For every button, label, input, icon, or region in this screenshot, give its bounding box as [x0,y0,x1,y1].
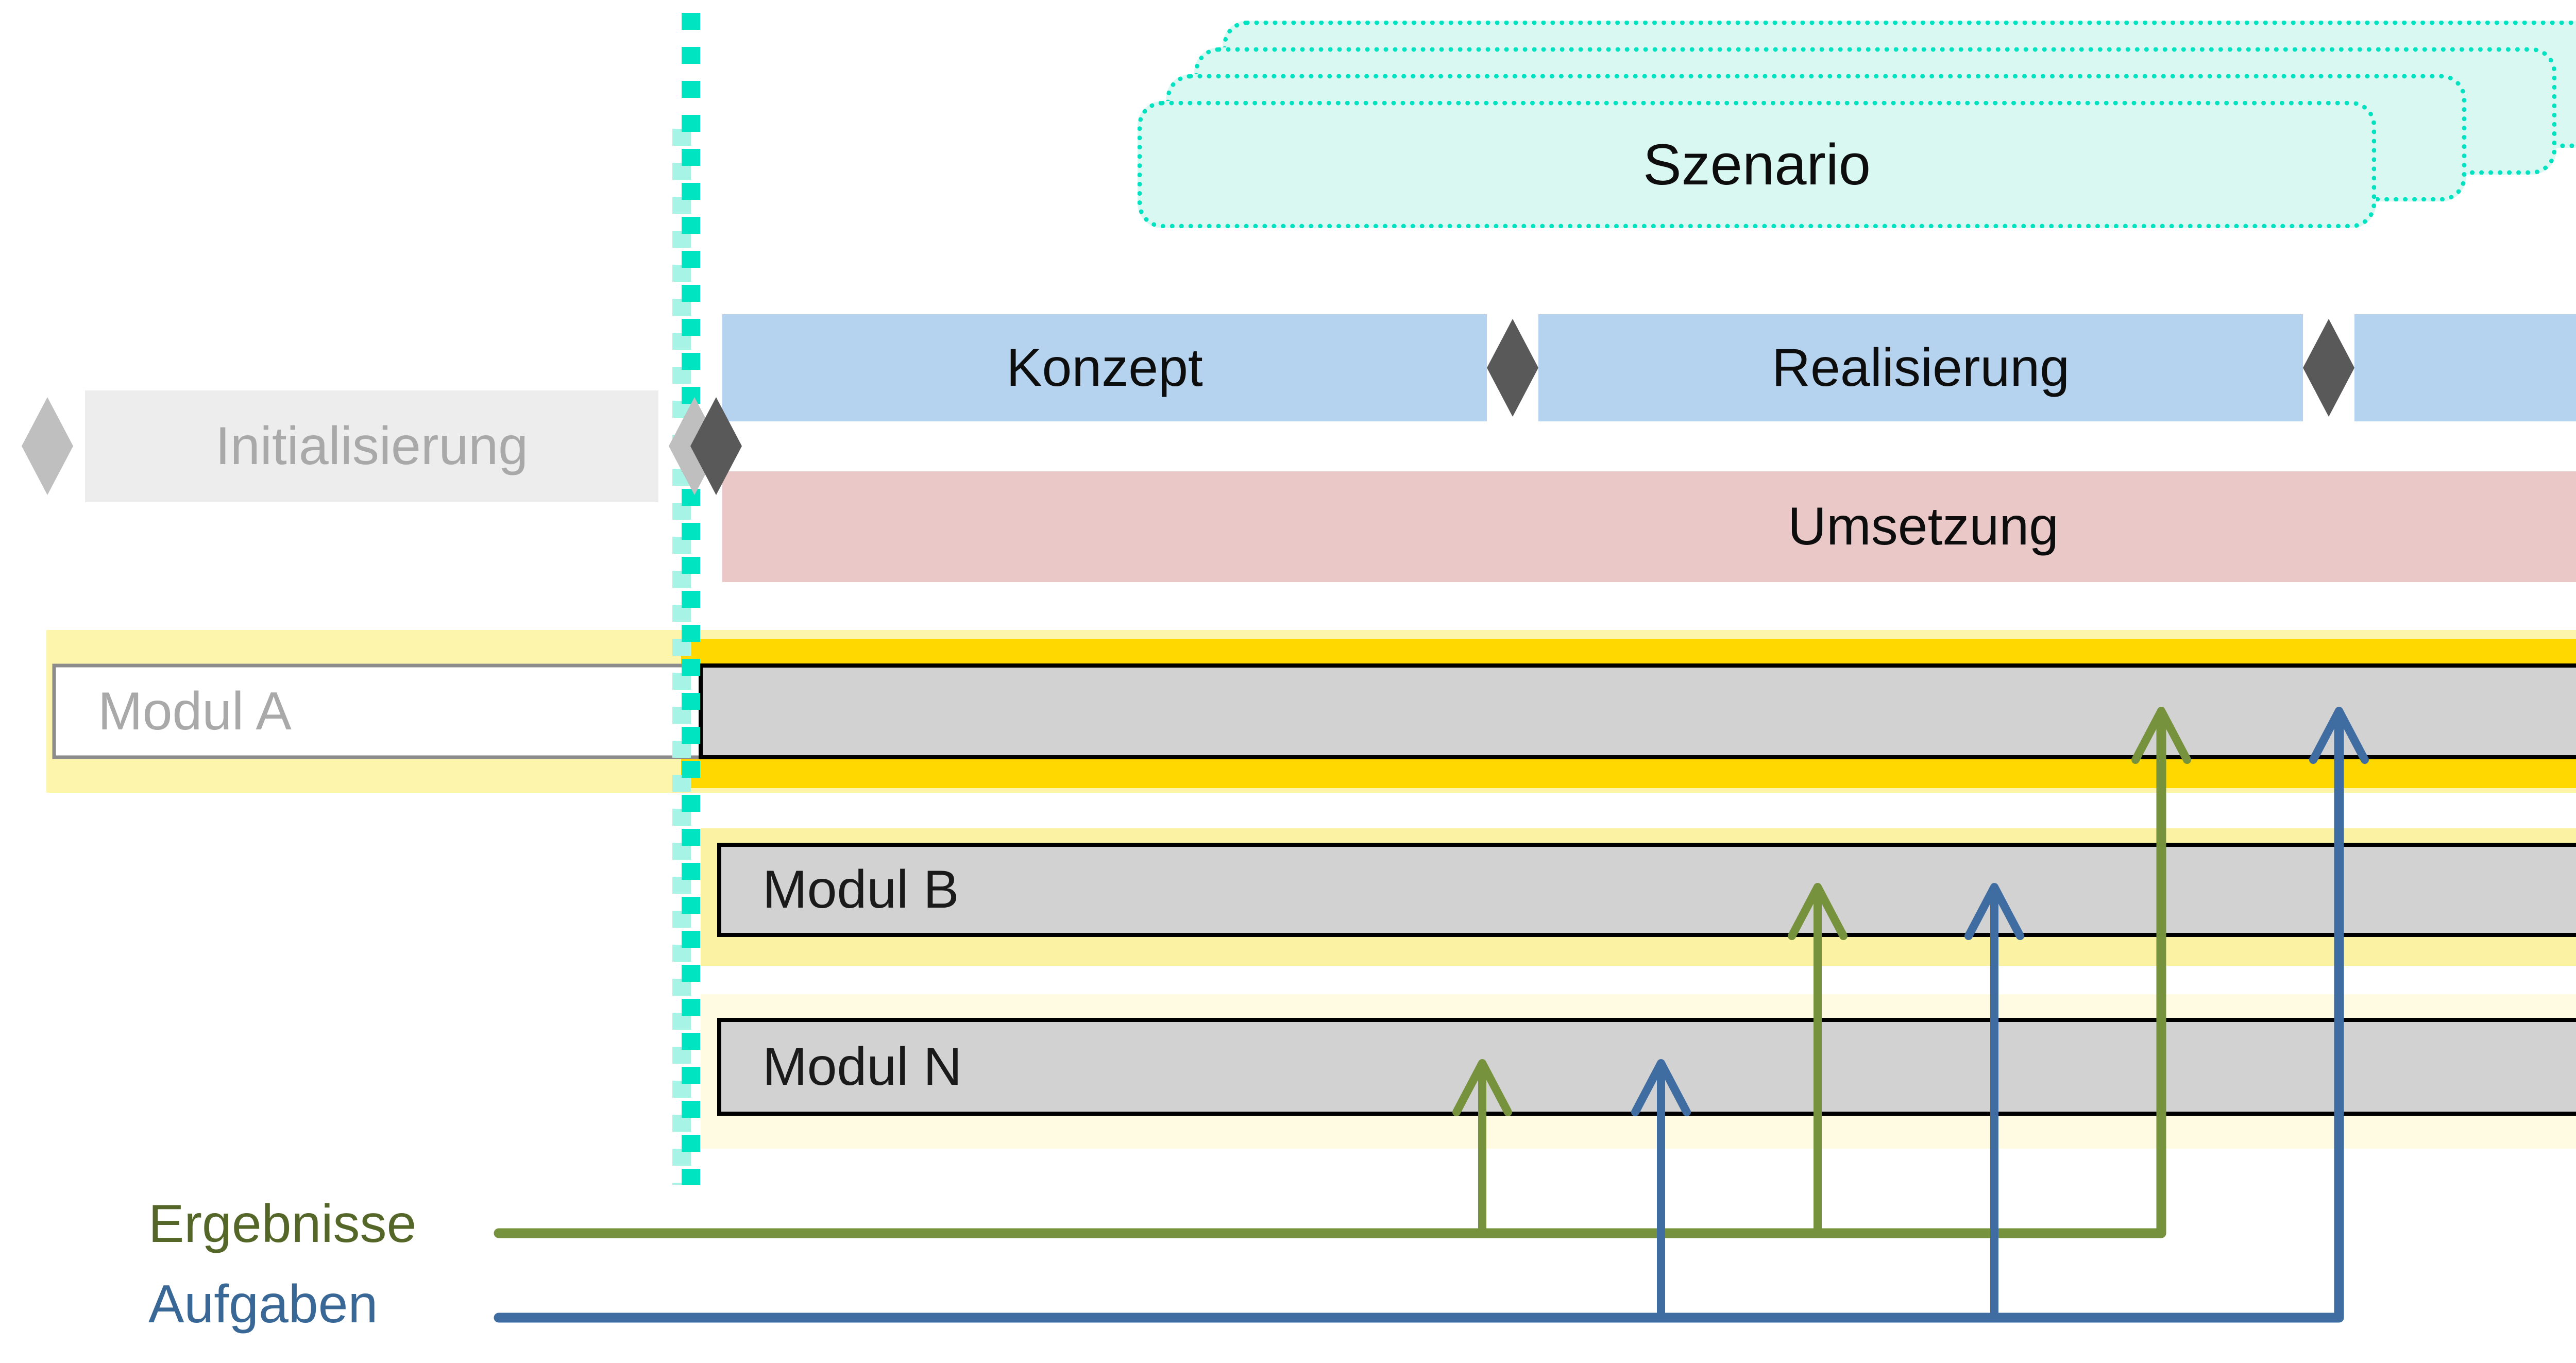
module-a-label: Modul A [98,681,292,741]
phase-konzept: Konzept [722,314,1487,421]
milestone-diamond-konzept-start [690,397,742,495]
results-arrowhead-module-b [1788,883,1848,940]
scenario-card-front [1138,101,2376,228]
band-umsetzung: Umsetzung [722,471,2576,582]
legend-aufgaben-label: Aufgaben [148,1274,378,1334]
module-a-active-segment [699,663,2576,759]
module-n-label: Modul N [762,1036,962,1097]
module-b-label: Modul B [762,860,959,919]
tasks-connector-main [494,710,2344,1323]
milestone-diamond-konzept-realisierung [1487,319,1538,417]
results-connector-main [494,710,2166,1238]
legend-ergebnisse-label: Ergebnisse [148,1194,417,1254]
phase-einfuehrung: Einführung [2354,314,2576,421]
tasks-arrowhead-module-n [1631,1059,1691,1116]
scenario-label: Szenario [1642,132,1871,197]
milestone-diamond-start [22,397,73,495]
results-arrowhead-module-n [1452,1059,1512,1116]
milestone-diamond-realisierung-einfuehrung [2303,319,2354,417]
results-arrowhead-module-a [2131,707,2191,764]
phase-realisierung: Realisierung [1538,314,2303,421]
phase-initialisierung: Initialisierung [85,390,658,502]
module-b-arrow-shape [717,843,2576,937]
tasks-arrowhead-module-b [1964,883,2024,940]
module-n-arrow-shape [717,1018,2576,1116]
tasks-arrowhead-module-a [2309,707,2369,764]
